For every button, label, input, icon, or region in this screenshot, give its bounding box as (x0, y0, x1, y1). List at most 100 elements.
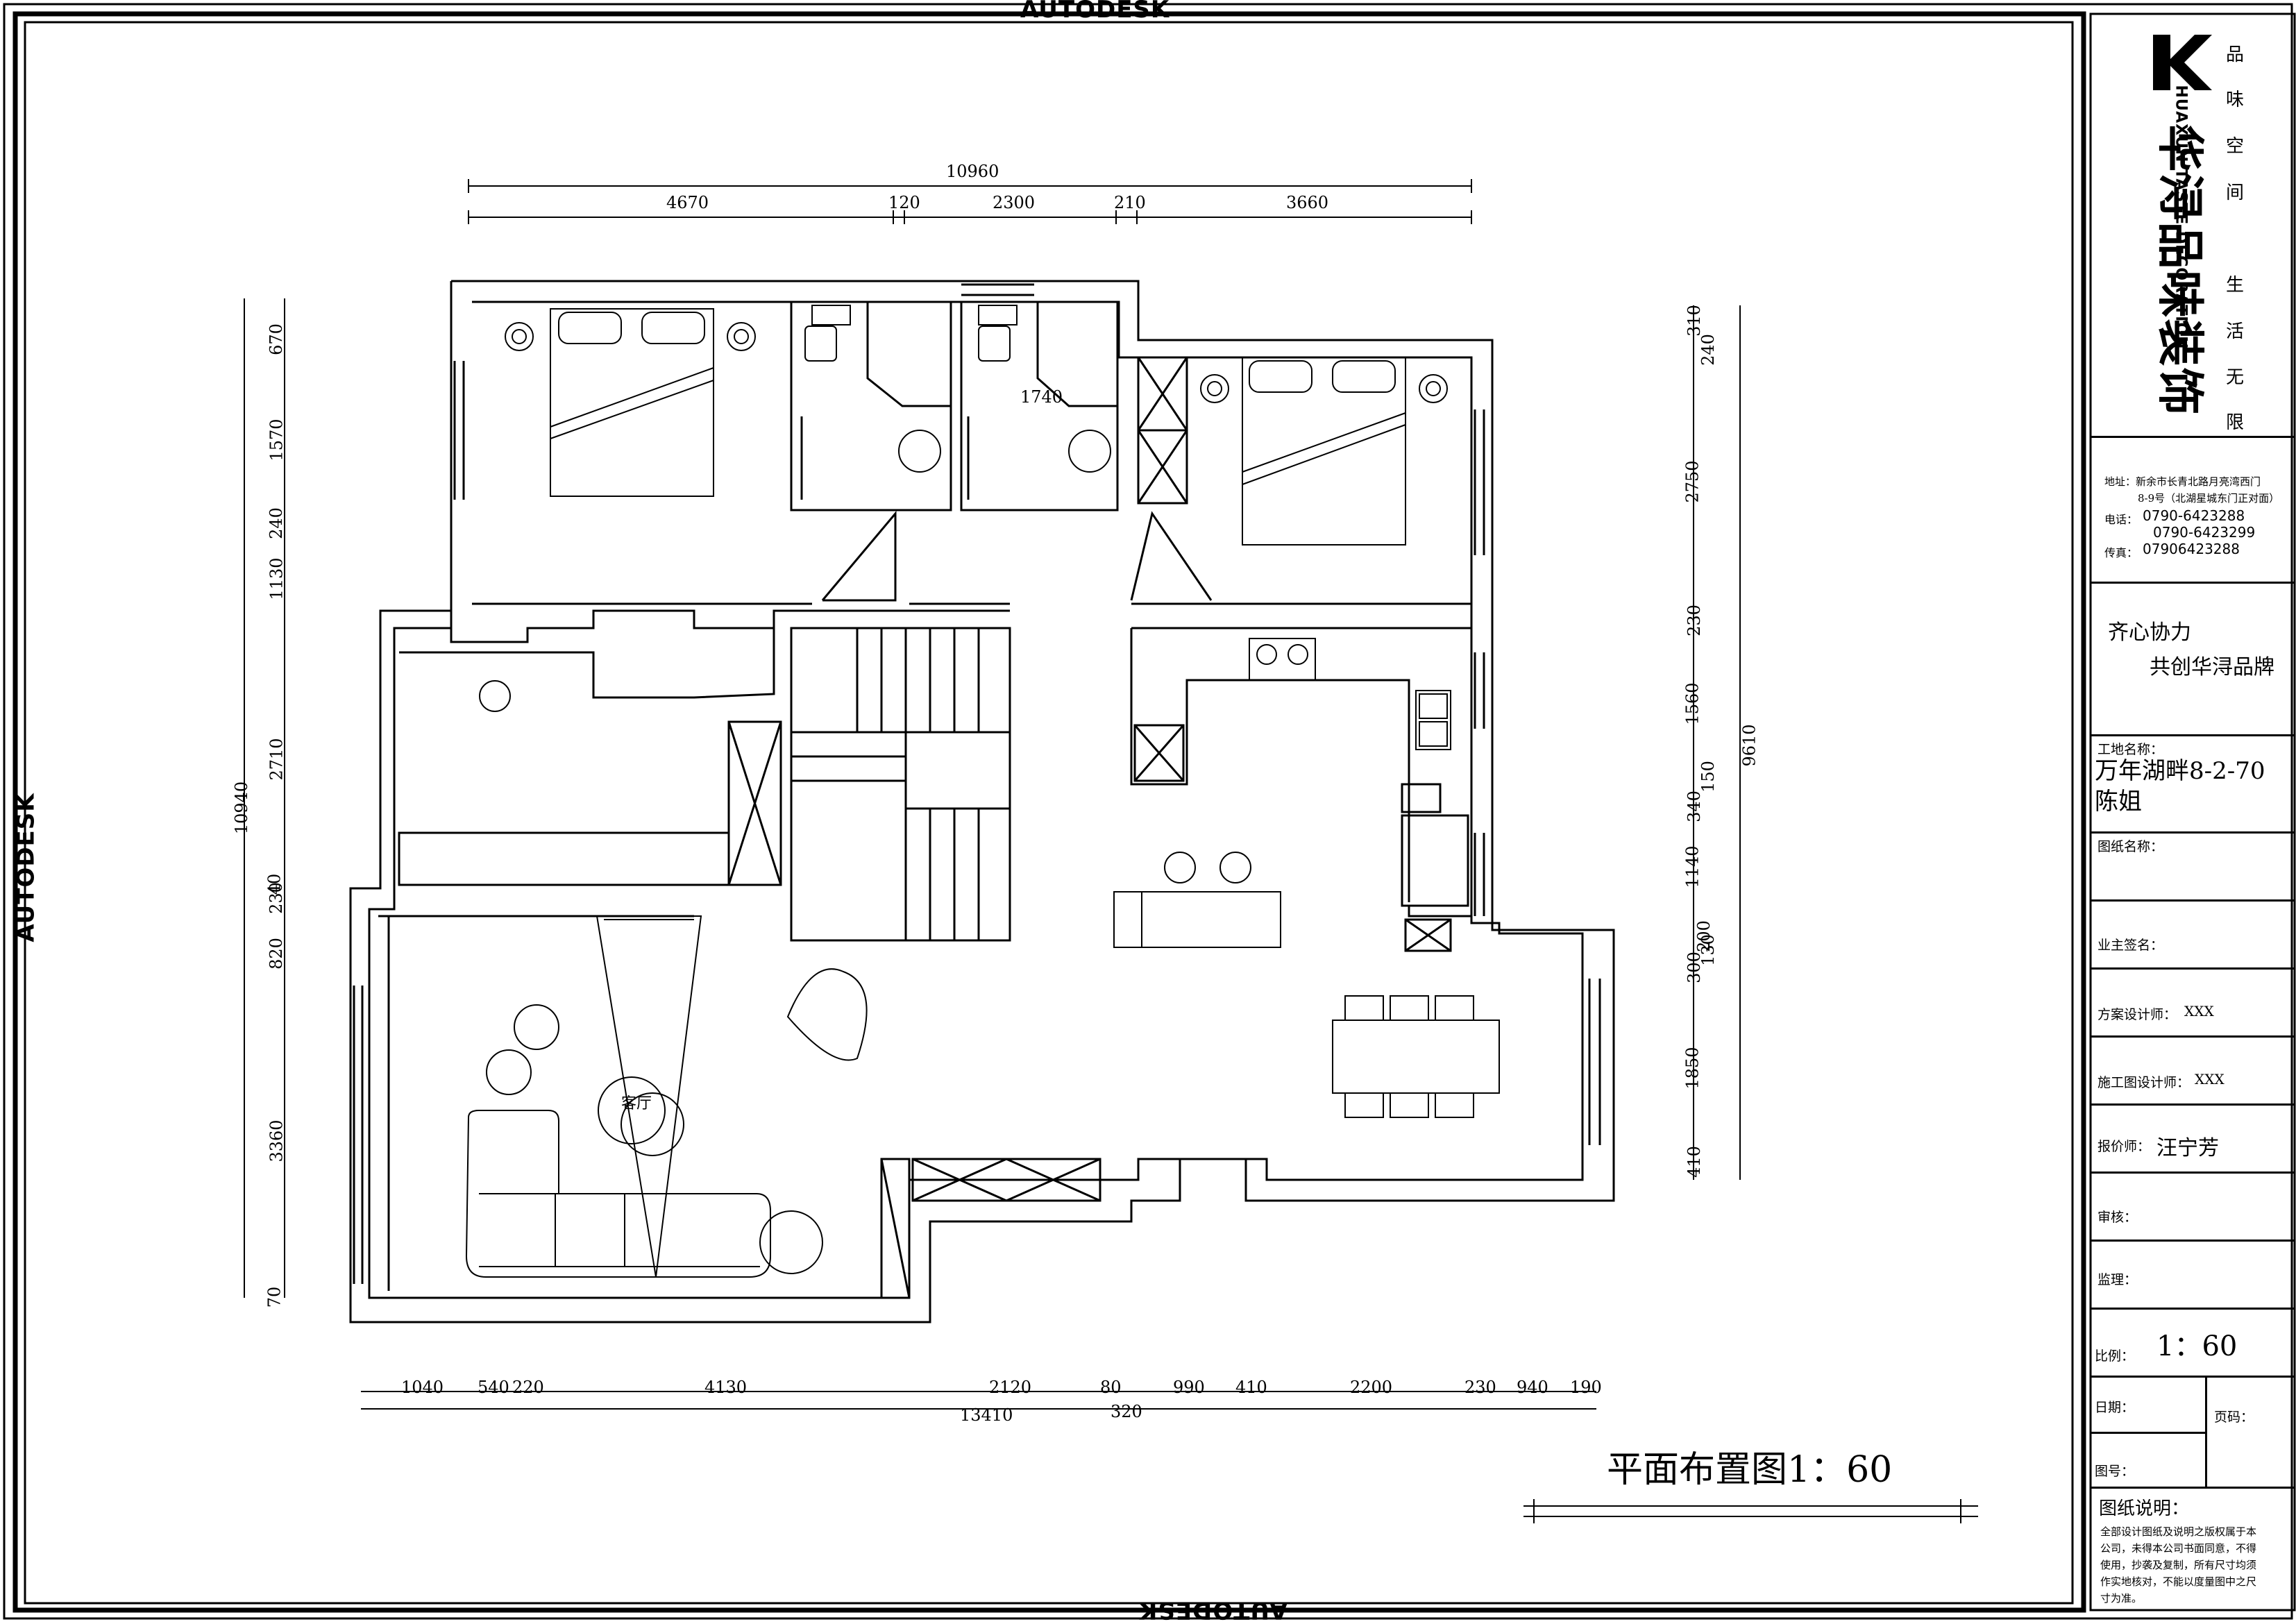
quote-label: 报价师： (2097, 1136, 2150, 1155)
notes-text: 全部设计图纸及说明之版权属于本 公司，未得本公司书面同意，不得 使用，抄袭及复制… (2100, 1523, 2256, 1607)
furniture (466, 305, 1499, 1277)
dim-left: 1130 (267, 557, 287, 600)
slogan-char: 活 (2226, 317, 2244, 343)
page-number-label: 页码： (2214, 1407, 2254, 1426)
dim-right: 1140 (1683, 845, 1703, 888)
watermark-bottom: AUTODESK (1138, 1596, 1288, 1624)
watermark-top: AUTODESK (1020, 0, 1170, 24)
dim-bottom: 230 (1464, 1378, 1496, 1397)
dim-right: 130 (1698, 934, 1718, 966)
dim-right: 1850 (1683, 1047, 1703, 1089)
dim-left: 3360 (267, 1119, 287, 1162)
dim-top: 3660 (1286, 193, 1328, 212)
dim-bottom: 4130 (704, 1378, 747, 1397)
quote-value: 汪宁芳 (2156, 1131, 2219, 1161)
site-value-line1: 万年湖畔8-2-70 (2095, 752, 2265, 786)
site-value-line2: 陈姐 (2095, 782, 2142, 816)
dim-right: 150 (1698, 761, 1718, 793)
dim-bottom: 190 (1570, 1378, 1602, 1397)
fax-label: 传真： (2104, 543, 2138, 560)
dim-right: 230 (1685, 604, 1704, 636)
slogan-char: 品 (2226, 40, 2244, 66)
watermark-left: AUTODESK (12, 793, 40, 942)
slogan-char: 限 (2226, 408, 2244, 434)
slogan-char: 生 (2226, 271, 2244, 296)
dim-bottom: 2120 (989, 1378, 1031, 1397)
notes-label: 图纸说明： (2099, 1494, 2189, 1520)
title-block-scale: 比例： 1：60 (2091, 1308, 2295, 1376)
dim-right: 2750 (1683, 460, 1703, 502)
dim-top: 2300 (993, 193, 1035, 212)
dim-left: 820 (267, 938, 286, 970)
date-row-divider (2091, 1432, 2205, 1434)
dim-left: 40 (264, 874, 284, 895)
dim-bottom: 990 (1173, 1378, 1205, 1397)
dim-right: 340 (1685, 790, 1704, 822)
owner-signature-label: 业主签名： (2097, 935, 2163, 954)
sheet-name-label: 图纸名称： (2097, 836, 2163, 855)
dim-bottom-small: 320 (1111, 1402, 1142, 1421)
title-block-owner: 业主签名： (2091, 899, 2295, 967)
dim-bottom: 410 (1235, 1378, 1267, 1397)
review-label: 审核： (2097, 1207, 2137, 1226)
dim-bottom: 1040 (401, 1378, 444, 1397)
dim-top: 210 (1114, 193, 1146, 212)
title-block-site: 工地名称： 万年湖畔8-2-70 陈姐 (2091, 734, 2295, 831)
dim-left: 1570 (267, 418, 287, 461)
dim-left-total: 10940 (232, 781, 251, 834)
title-block-review: 审核： (2091, 1172, 2295, 1240)
date-label: 日期： (2095, 1397, 2134, 1416)
designer-value: XXX (2184, 1003, 2214, 1020)
title-block-date: 日期： 页码： 图号： (2091, 1376, 2295, 1487)
title-block-sheet-name: 图纸名称： (2091, 831, 2295, 899)
date-page-divider (2205, 1378, 2207, 1489)
dim-right: 410 (1685, 1146, 1704, 1178)
dim-1740: 1740 (1020, 387, 1063, 407)
dim-bottom: 220 (512, 1378, 544, 1397)
notes-line: 寸为准。 (2100, 1590, 2256, 1607)
dim-right-total: 9610 (1740, 724, 1759, 766)
slogan-char: 味 (2226, 85, 2244, 111)
dim-bottom: 80 (1100, 1378, 1122, 1397)
notes-line: 使用，抄袭及复制，所有尺寸均须 (2100, 1557, 2256, 1573)
dim-left: 240 (267, 507, 286, 539)
notes-line: 全部设计图纸及说明之版权属于本 (2100, 1523, 2256, 1540)
title-block-motto: 齐心协力 共创华浔品牌 (2091, 582, 2295, 734)
slogan-char: 空 (2226, 132, 2244, 158)
brand-name-en: HUAXUN TASTE DECORATION (2172, 85, 2190, 391)
scale-label: 比例： (2095, 1346, 2134, 1364)
motto-line1: 齐心协力 (2108, 615, 2191, 645)
dim-right: 310 (1685, 305, 1704, 337)
walls (351, 281, 1614, 1322)
dim-left: 2710 (267, 738, 287, 780)
title-block-construction: 施工图设计师： XXX (2091, 1035, 2295, 1103)
designer-label: 方案设计师： (2097, 1004, 2177, 1023)
dim-right: 240 (1698, 334, 1718, 366)
slogan-char: 间 (2226, 178, 2244, 204)
address-line1: 地址：新余市长青北路月亮湾西门 (2104, 474, 2261, 489)
dim-bottom: 540 (478, 1378, 509, 1397)
drawing-title: 平面布置图1：60 (1607, 1440, 1892, 1492)
title-block-supervise: 监理： (2091, 1240, 2295, 1308)
dim-top: 4670 (666, 193, 709, 212)
construction-designer-value: XXX (2195, 1071, 2225, 1088)
motto-line2: 共创华浔品牌 (2150, 650, 2274, 680)
notes-line: 作实地核对，不能以度量图中之尺 (2100, 1573, 2256, 1590)
supervise-label: 监理： (2097, 1269, 2137, 1288)
sheet-number-label: 图号： (2095, 1461, 2134, 1480)
dim-left: 670 (267, 323, 286, 355)
room-label-living: 客厅 (621, 1091, 652, 1113)
dim-right: 1560 (1683, 682, 1703, 725)
construction-designer-label: 施工图设计师： (2097, 1072, 2190, 1091)
notes-line: 公司，未得本公司书面同意，不得 (2100, 1540, 2256, 1557)
phone-label: 电话： (2104, 510, 2138, 527)
address-line2: 8-9号（北湖星城东门正对面） (2138, 491, 2279, 505)
dim-bottom: 940 (1517, 1378, 1548, 1397)
title-block-designer: 方案设计师： XXX (2091, 967, 2295, 1035)
title-block-quote: 报价师： 汪宁芳 (2091, 1103, 2295, 1172)
dim-left: 70 (264, 1287, 284, 1308)
phone-number-2: 0790-6423299 (2153, 524, 2255, 541)
title-block-contact: 地址：新余市长青北路月亮湾西门 8-9号（北湖星城东门正对面） 电话： 0790… (2091, 436, 2295, 582)
phone-number-1: 0790-6423288 (2143, 507, 2245, 524)
